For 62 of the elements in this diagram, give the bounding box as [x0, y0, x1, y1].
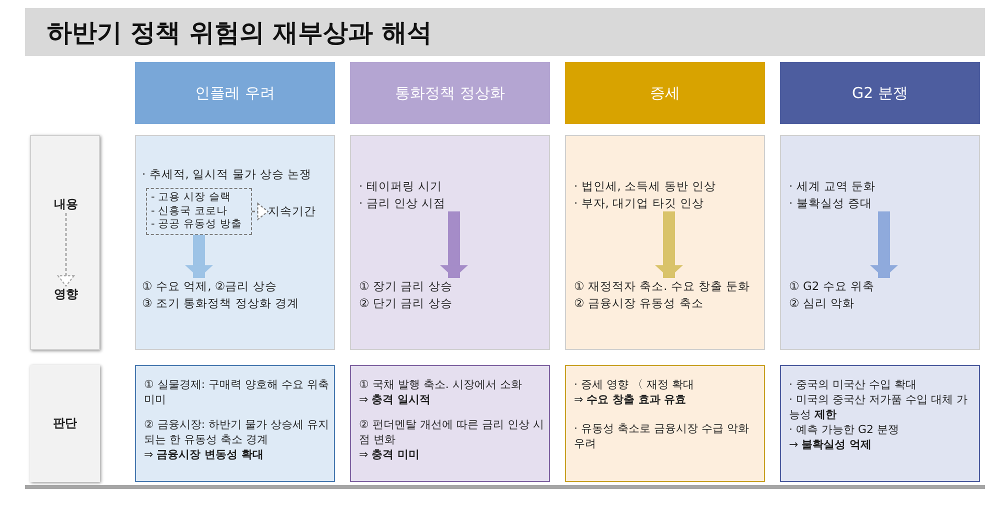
text: · 추세적, 일시적 물가 상승 논쟁 — [142, 166, 334, 183]
content-panel — [780, 135, 980, 350]
judgment-text: ① 실물경제: 구매력 양호해 수요 위축 미미 — [144, 378, 330, 408]
text: 판단 — [53, 415, 77, 432]
text: ② 단기 금리 상승 — [359, 294, 454, 312]
content-panel — [350, 135, 550, 350]
judgment-box — [135, 365, 335, 482]
title: 하반기 정책 위험의 재부상과 해석 — [47, 17, 432, 49]
text: · 불확실성 증대 — [789, 194, 873, 212]
column-header — [565, 62, 765, 124]
row-label-box — [30, 365, 100, 482]
judgment-text: · 미국의 중국산 저가품 수입 대체 가능성 제한 — [789, 392, 968, 423]
block-arrow — [655, 211, 683, 278]
judgment-text: ⇒ 수요 창출 효과 유효 — [574, 392, 688, 408]
judgment-text: · 증세 영향 〈 재정 확대 — [574, 378, 695, 393]
judgment-text: ② 금융시장: 하반기 물가 상승세 유지되는 한 유동성 축소 경계 — [144, 418, 330, 448]
header-text: 증세 — [650, 84, 680, 102]
dashed-box — [146, 188, 252, 235]
judgment-text: ⇒ 충격 미미 — [359, 448, 421, 463]
header-text: G2 분쟁 — [852, 84, 908, 102]
text: ① 장기 금리 상승 — [359, 278, 454, 295]
row-label-box — [30, 135, 100, 350]
content-panel — [565, 135, 765, 350]
text: ② 금융시장 유동성 축소 — [574, 294, 704, 312]
text: · 금리 인상 시점 — [359, 194, 447, 212]
text: · 부자, 대기업 타깃 인상 — [574, 194, 705, 212]
judgment-text: → 불확실성 억제 — [789, 438, 873, 453]
judgment-text: · 중국의 미국산 수입 확대 — [789, 378, 918, 393]
row-label: 영향 — [31, 286, 101, 303]
judgment-text: · 예측 가능한 G2 분쟁 — [789, 422, 900, 438]
text: · 세계 교역 둔화 — [789, 178, 877, 195]
arrow — [252, 202, 269, 220]
judgment-box — [780, 365, 980, 482]
text: 지속기간 — [268, 204, 332, 219]
row-label: 내용 — [31, 196, 101, 213]
content-panel — [135, 135, 335, 350]
judgment-text: ⇒ 충격 일시적 — [359, 392, 432, 408]
text: · 테이퍼링 시기 — [359, 178, 443, 195]
text: - 공공 유동성 방출 — [151, 218, 243, 232]
header-text: 통화정책 정상화 — [395, 84, 505, 102]
text: ① 수요 억제, ②금리 상승 — [142, 278, 278, 295]
judgment-text: ① 국채 발행 축소. 시장에서 소화 — [359, 378, 523, 393]
block-arrow — [440, 211, 468, 278]
text: ① 재정적자 축소. 수요 창출 둔화 — [574, 278, 752, 295]
arrow — [57, 213, 75, 287]
judgment-box — [565, 365, 765, 482]
text: - 고용 시장 슬랙 — [151, 191, 232, 205]
text: ③ 조기 통화정책 정상화 경계 — [142, 294, 300, 312]
column-header — [350, 62, 550, 124]
judgment-text: ② 펀더멘탈 개선에 따른 금리 인상 시점 변화 — [359, 418, 545, 448]
text: - 신흥국 코로나 — [151, 204, 228, 218]
header-text: 인플레 우려 — [195, 84, 275, 102]
text: ② 심리 악화 — [789, 294, 856, 312]
column-header — [135, 62, 335, 124]
text: ① G2 수요 위축 — [789, 278, 876, 295]
column-header — [780, 62, 980, 124]
judgment-box — [350, 365, 550, 482]
text: · 법인세, 소득세 동반 인상 — [574, 178, 717, 195]
judgment-text: · 유동성 축소로 금융시장 수급 악화 우려 — [574, 422, 750, 452]
judgment-text: ⇒ 금융시장 변동성 확대 — [144, 448, 264, 463]
block-arrow — [870, 211, 898, 278]
block-arrow — [185, 234, 213, 278]
